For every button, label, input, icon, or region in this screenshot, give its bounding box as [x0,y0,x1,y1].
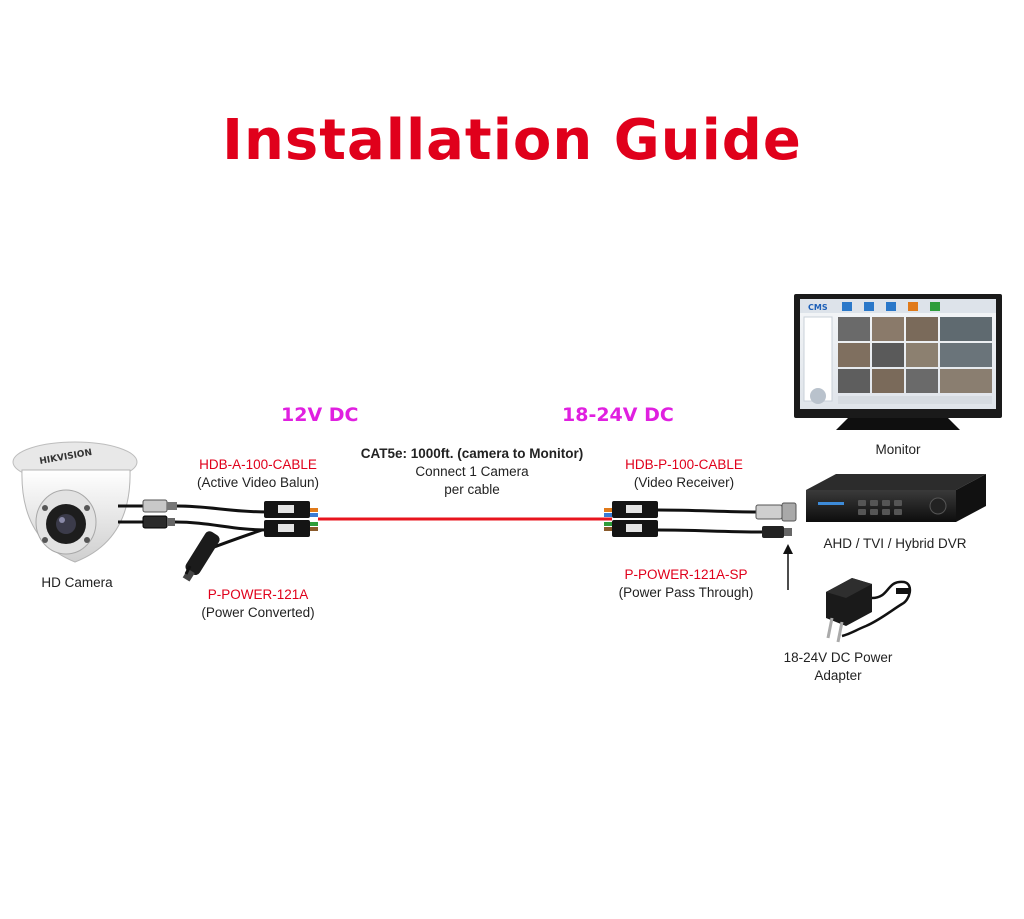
cable-spec: CAT5e: 1000ft. (camera to Monitor) [360,446,584,461]
balun-tx-desc: (Active Video Balun) [196,475,320,490]
voltage-label-monitor: 18-24V DC [562,404,674,426]
cable-spec-block: CAT5e: 1000ft. (camera to Monitor) Conne… [352,445,592,499]
dc-jack-receiver [762,526,792,538]
arrow-up-icon [783,544,793,590]
monitor-icon: CMS [794,294,1002,430]
adapter-label-line1: 18-24V DC Power [783,650,893,665]
power-tx-desc: (Power Converted) [201,605,315,620]
adapter-label: 18-24V DC Power Adapter [758,649,918,685]
monitor-label: Monitor [875,442,921,457]
dc-plug-camera [142,515,175,529]
dvr-label: AHD / TVI / Hybrid DVR [823,536,967,551]
power-tx-part: P-POWER-121A [207,587,309,602]
camera-pigtail [118,504,145,524]
power-rx-desc: (Power Pass Through) [618,585,754,600]
power-in-lead [657,528,765,534]
power-rx-part: P-POWER-121A-SP [624,567,748,582]
page-title: Installation Guide [222,108,802,173]
balun-transmitter-icon [264,501,318,537]
balun-rx-part: HDB-P-100-CABLE [625,457,743,472]
balun-tx-part: HDB-A-100-CABLE [199,457,317,472]
balun-rx-desc: (Video Receiver) [633,475,735,490]
bnc-connector-dvr [755,502,797,522]
power-rx-label: P-POWER-121A-SP (Power Pass Through) [596,566,776,602]
power-tx-label: P-POWER-121A (Power Converted) [178,586,338,622]
power-lead [174,520,269,532]
bnc-connector-camera [142,499,177,513]
balun-tx-label: HDB-A-100-CABLE (Active Video Balun) [178,456,338,492]
video-lead [176,504,269,514]
video-out-lead [657,508,759,514]
camera-label: HD Camera [41,575,113,590]
camera-icon: HIKVISION [12,441,138,563]
cable-note-line2: per cable [444,482,500,497]
power-converter-icon [182,531,220,582]
voltage-label-camera: 12V DC [281,404,359,426]
adapter-label-line2: Adapter [814,668,862,683]
balun-receiver-icon [604,501,658,537]
dvr-icon [806,474,986,522]
cms-logo: CMS [808,303,828,312]
power-adapter-icon [826,578,912,643]
cable-note-line1: Connect 1 Camera [415,464,529,479]
balun-rx-label: HDB-P-100-CABLE (Video Receiver) [604,456,764,492]
